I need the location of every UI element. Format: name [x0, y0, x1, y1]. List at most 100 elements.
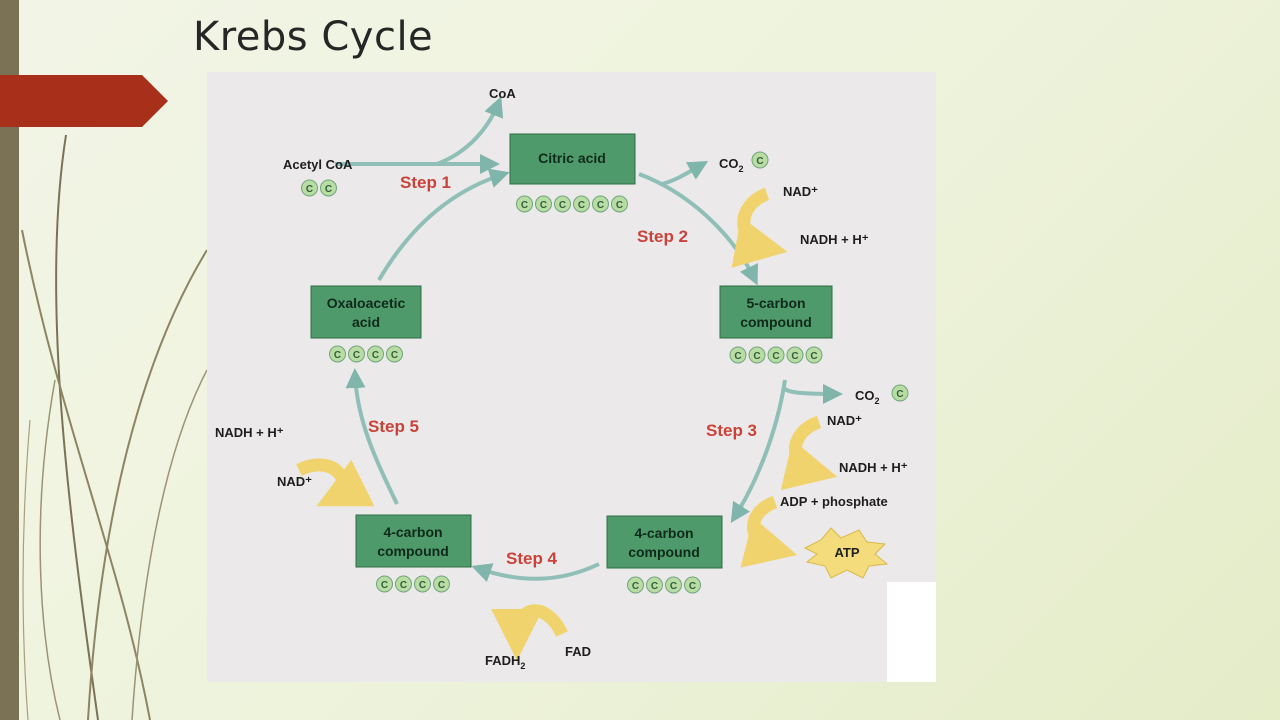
acetyl-carbon: C: [301, 179, 318, 197]
co2-top-label: CO2: [719, 156, 744, 174]
step-3-label: Step 3: [706, 421, 757, 440]
nad-step3-label: NAD⁺: [827, 413, 862, 428]
5-carbon-carbon: C: [748, 346, 766, 364]
adp-phosphate-label: ADP + phosphate: [780, 494, 888, 509]
step-1-label: Step 1: [400, 173, 451, 192]
svg-text:C: C: [791, 351, 798, 362]
svg-text:C: C: [689, 581, 696, 592]
4-carbon-left-carbon: C: [376, 575, 393, 593]
svg-text:C: C: [578, 200, 585, 211]
4-carbon-left-carbon: C: [395, 575, 412, 593]
svg-text:C: C: [391, 350, 398, 361]
step-5-label: Step 5: [368, 417, 419, 436]
arrow-4carbon-left-to-oxaloacetic: [345, 368, 399, 505]
4-carbon-right-label-line1: 4-carbon: [634, 525, 693, 541]
fadh2-label: FADH2: [485, 653, 525, 671]
svg-text:C: C: [616, 200, 623, 211]
step-4-label: Step 4: [506, 549, 558, 568]
svg-text:C: C: [756, 156, 763, 167]
atp-burst: ATP: [803, 527, 889, 579]
4-carbon-right-carbon: C: [627, 576, 644, 594]
slide-side-bar: [0, 0, 19, 720]
svg-text:C: C: [810, 351, 817, 362]
arrow-acetyl-to-coa: [436, 96, 504, 166]
compound-citric-acid: Citric acid C C C C C C: [509, 133, 636, 213]
arrow-5carbon-to-4carbon: [730, 379, 787, 524]
energy-arrow-step4: [491, 604, 568, 661]
energy-arrow-step2: [731, 187, 788, 268]
energy-arrow-step3: [780, 415, 838, 491]
nad-step5-label: NAD⁺: [277, 474, 312, 489]
title-marker-tab: [0, 75, 168, 127]
4-carbon-right-carbon: C: [646, 576, 663, 594]
5-carbon-label-line1: 5-carbon: [746, 295, 805, 311]
citric-acid-carbon: C: [516, 195, 533, 213]
nadh-step3-label: NADH + H⁺: [839, 460, 908, 475]
citric-acid-carbon: C: [611, 195, 628, 213]
svg-text:C: C: [559, 200, 566, 211]
co2-right-carbon: C: [891, 384, 909, 402]
fad-label: FAD: [565, 644, 591, 659]
cycle-arrows: [335, 96, 843, 583]
4-carbon-right-label-line2: compound: [628, 544, 700, 560]
svg-text:C: C: [419, 580, 426, 591]
energy-arrow-adp: [740, 495, 798, 568]
arrow-oxaloacetic-to-citric: [377, 168, 510, 282]
4-carbon-left-label-line1: 4-carbon: [383, 524, 442, 540]
citric-acid-carbon: C: [592, 195, 609, 213]
nadh-step5-label: NADH + H⁺: [215, 425, 284, 440]
oxaloacetic-carbon: C: [329, 345, 346, 363]
5-carbon-carbon: C: [805, 346, 823, 364]
4-carbon-left-carbon: C: [433, 575, 450, 593]
oxaloacetic-label-line2: acid: [352, 314, 380, 330]
citric-acid-carbon: C: [554, 195, 571, 213]
svg-text:C: C: [632, 581, 639, 592]
svg-text:C: C: [372, 350, 379, 361]
slide-title: Krebs Cycle: [193, 14, 434, 60]
svg-text:C: C: [896, 389, 903, 400]
5-carbon-carbon: C: [786, 346, 804, 364]
atp-label: ATP: [834, 545, 859, 560]
svg-text:C: C: [540, 200, 547, 211]
oxaloacetic-carbon: C: [348, 345, 365, 363]
acetyl-carbon: C: [320, 179, 337, 197]
energy-arrow-step5: [296, 458, 375, 507]
citric-acid-label: Citric acid: [538, 150, 606, 166]
citric-acid-carbon: C: [535, 195, 552, 213]
svg-text:C: C: [334, 350, 341, 361]
compound-oxaloacetic-acid: Oxaloacetic acid C C C C: [310, 285, 422, 363]
svg-text:C: C: [734, 351, 741, 362]
oxaloacetic-label-line1: Oxaloacetic: [327, 295, 406, 311]
nad-step2-label: NAD⁺: [783, 184, 818, 199]
citric-acid-carbon: C: [573, 195, 590, 213]
4-carbon-right-carbon: C: [684, 576, 701, 594]
svg-text:C: C: [772, 351, 779, 362]
4-carbon-right-carbon: C: [665, 576, 682, 594]
arrow-citric-to-co2: [661, 161, 709, 186]
svg-text:C: C: [325, 184, 332, 195]
svg-text:C: C: [438, 580, 445, 591]
svg-text:C: C: [306, 184, 313, 195]
arrow-4carbon-right-to-left: [471, 562, 600, 583]
5-carbon-label-line2: compound: [740, 314, 812, 330]
svg-text:C: C: [400, 580, 407, 591]
svg-text:C: C: [521, 200, 528, 211]
energy-arrows: [296, 187, 838, 661]
svg-text:C: C: [651, 581, 658, 592]
arrow-5carbon-to-co2: [782, 383, 843, 404]
svg-text:C: C: [597, 200, 604, 211]
acetyl-coa-label: Acetyl CoA: [283, 157, 353, 172]
svg-text:C: C: [353, 350, 360, 361]
decorative-swooshes: [21, 134, 208, 720]
oxaloacetic-carbon: C: [367, 345, 384, 363]
step-2-label: Step 2: [637, 227, 688, 246]
4-carbon-left-label-line2: compound: [377, 543, 449, 559]
coa-label: CoA: [489, 86, 516, 101]
5-carbon-carbon: C: [767, 346, 785, 364]
co2-top-carbon: C: [751, 151, 769, 169]
nadh-step2-label: NADH + H⁺: [800, 232, 869, 247]
